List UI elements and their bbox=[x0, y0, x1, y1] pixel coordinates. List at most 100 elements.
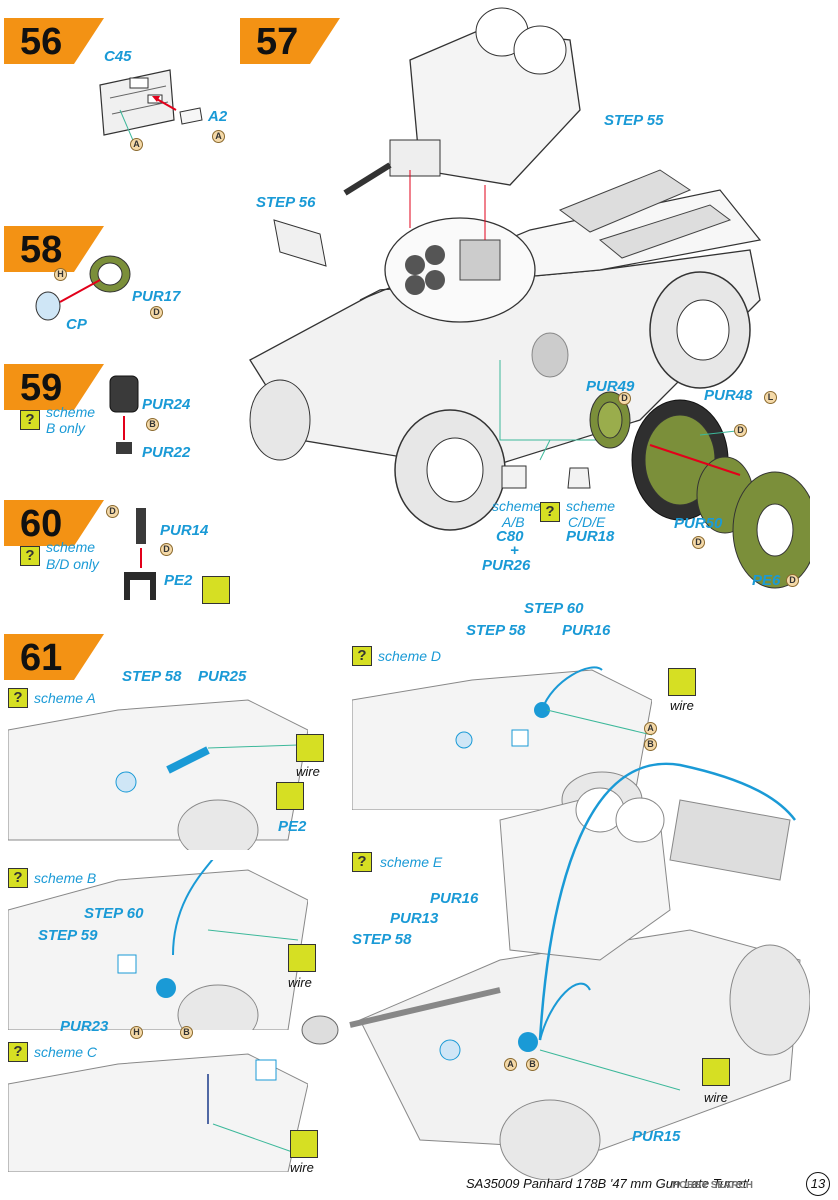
glue-d-icon: D bbox=[692, 536, 705, 549]
kit-title: SA35009 Panhard 178B '47 mm Gun Late Tur… bbox=[466, 1176, 749, 1191]
part-label-a2: A2 bbox=[208, 108, 228, 125]
glue-b-icon: B bbox=[146, 418, 159, 431]
ref-step-56: STEP 56 bbox=[256, 194, 316, 211]
part-label-pur48: PUR48 bbox=[704, 387, 753, 404]
scheme-note-variant: B/D only bbox=[46, 556, 99, 572]
page-number: 13 bbox=[806, 1172, 830, 1196]
ref-step-58: STEP 58 bbox=[352, 931, 412, 948]
step-58-drawing bbox=[35, 255, 131, 321]
step-60-badge: 60 bbox=[4, 500, 104, 546]
part-label-pe2: PE2 bbox=[164, 572, 193, 589]
glue-h-icon: H bbox=[54, 268, 67, 281]
part-label-c80: C80 bbox=[496, 528, 524, 545]
glue-l-icon: L bbox=[764, 391, 777, 404]
part-label-pur13: PUR13 bbox=[390, 910, 439, 927]
part-label-cp: CP bbox=[66, 316, 87, 333]
wire-label: wire bbox=[290, 1160, 314, 1175]
wire-label: wire bbox=[296, 764, 320, 779]
ref-step-59: STEP 59 bbox=[38, 927, 98, 944]
step-61-badge: 61 bbox=[4, 634, 104, 680]
glue-d-icon: D bbox=[150, 306, 163, 319]
part-label-pur15: PUR15 bbox=[632, 1128, 681, 1145]
step-number: 60 bbox=[20, 503, 63, 545]
step-number: 57 bbox=[256, 21, 299, 63]
step-59-badge: 59 bbox=[4, 364, 104, 410]
step-56-drawing bbox=[99, 69, 203, 146]
question-icon: ? bbox=[540, 502, 560, 522]
glue-d-icon: D bbox=[106, 505, 119, 518]
question-icon: ? bbox=[8, 688, 28, 708]
glue-d-icon: D bbox=[618, 392, 631, 405]
wire-label: wire bbox=[670, 698, 694, 713]
scheme-c-title: scheme C bbox=[34, 1044, 98, 1060]
question-icon: ? bbox=[8, 868, 28, 888]
scheme-parts-drawing bbox=[501, 465, 591, 489]
part-label-pur16: PUR16 bbox=[430, 890, 479, 907]
scheme-note: scheme bbox=[46, 404, 96, 420]
step-number: 59 bbox=[20, 367, 63, 409]
step-56-badge: 56 bbox=[4, 18, 104, 64]
wire-hand-icon bbox=[296, 734, 324, 762]
scheme-note: scheme bbox=[46, 539, 96, 555]
ref-step-58: STEP 58 bbox=[122, 668, 182, 685]
part-label-pur18: PUR18 bbox=[566, 528, 615, 545]
wire-label: wire bbox=[288, 975, 312, 990]
scheme-ab-label: scheme bbox=[492, 498, 542, 514]
part-label-pur24: PUR24 bbox=[142, 396, 191, 413]
step-61-scheme-c-drawing bbox=[8, 1053, 308, 1172]
vehicle-drawing bbox=[249, 7, 762, 531]
question-icon: ? bbox=[8, 1042, 28, 1062]
part-label-pur50: PUR50 bbox=[674, 515, 723, 532]
glue-h-icon: H bbox=[130, 1026, 143, 1039]
part-label-pur25: PUR25 bbox=[198, 668, 247, 685]
ref-step-60: STEP 60 bbox=[524, 600, 584, 617]
step-57-badge: 57 bbox=[240, 18, 340, 64]
scheme-d-title: scheme D bbox=[378, 648, 442, 664]
glue-b-icon: B bbox=[644, 738, 657, 751]
step-61-scheme-a-drawing bbox=[8, 699, 308, 850]
step-number: 56 bbox=[20, 21, 63, 63]
step-number: 58 bbox=[20, 229, 63, 271]
part-label-pur23: PUR23 bbox=[60, 1018, 109, 1035]
part-label-pur22: PUR22 bbox=[142, 444, 191, 461]
bend-icon bbox=[202, 576, 230, 604]
step-number: 61 bbox=[20, 637, 63, 679]
step-61-scheme-e-drawing bbox=[301, 762, 810, 1180]
glue-b-icon: B bbox=[526, 1058, 539, 1071]
step-58-badge: 58 bbox=[4, 226, 104, 272]
scheme-b-title: scheme B bbox=[34, 870, 97, 886]
glue-d-icon: D bbox=[734, 424, 747, 437]
wire-hand-icon bbox=[702, 1058, 730, 1086]
step-56-part-drawing bbox=[273, 219, 327, 267]
part-label-pur16: PUR16 bbox=[562, 622, 611, 639]
part-label-pur49: PUR49 bbox=[586, 378, 635, 395]
glue-a-icon: A bbox=[130, 138, 143, 151]
question-icon: ? bbox=[352, 852, 372, 872]
scheme-a-title: scheme A bbox=[34, 690, 96, 706]
wire-hand-icon bbox=[290, 1130, 318, 1158]
wire-label: wire bbox=[704, 1090, 728, 1105]
wire-hand-icon bbox=[668, 668, 696, 696]
wheel-parts-drawing bbox=[589, 391, 810, 589]
ref-step-60: STEP 60 bbox=[84, 905, 144, 922]
glue-a-icon: A bbox=[212, 130, 225, 143]
glue-d-icon: D bbox=[786, 574, 799, 587]
scheme-ab-variants: A/B bbox=[502, 514, 525, 530]
glue-a-icon: A bbox=[644, 722, 657, 735]
step-59-drawing bbox=[109, 375, 139, 454]
scheme-e-title: scheme E bbox=[380, 854, 443, 870]
question-icon: ? bbox=[20, 410, 40, 430]
bend-icon bbox=[276, 782, 304, 810]
step-61-scheme-b-drawing bbox=[8, 860, 308, 1030]
plus-sign: + bbox=[510, 542, 519, 559]
ref-step-55: STEP 55 bbox=[604, 112, 664, 129]
scheme-cde-variants: C/D/E bbox=[568, 514, 606, 530]
step-60-drawing bbox=[124, 508, 156, 600]
ref-step-58: STEP 58 bbox=[466, 622, 526, 639]
part-label-c45: C45 bbox=[104, 48, 132, 65]
glue-b-icon: B bbox=[180, 1026, 193, 1039]
wire-hand-icon bbox=[288, 944, 316, 972]
glue-a-icon: A bbox=[504, 1058, 517, 1071]
part-label-pe2: PE2 bbox=[278, 818, 307, 835]
part-label-pe6: PE6 bbox=[752, 572, 781, 589]
